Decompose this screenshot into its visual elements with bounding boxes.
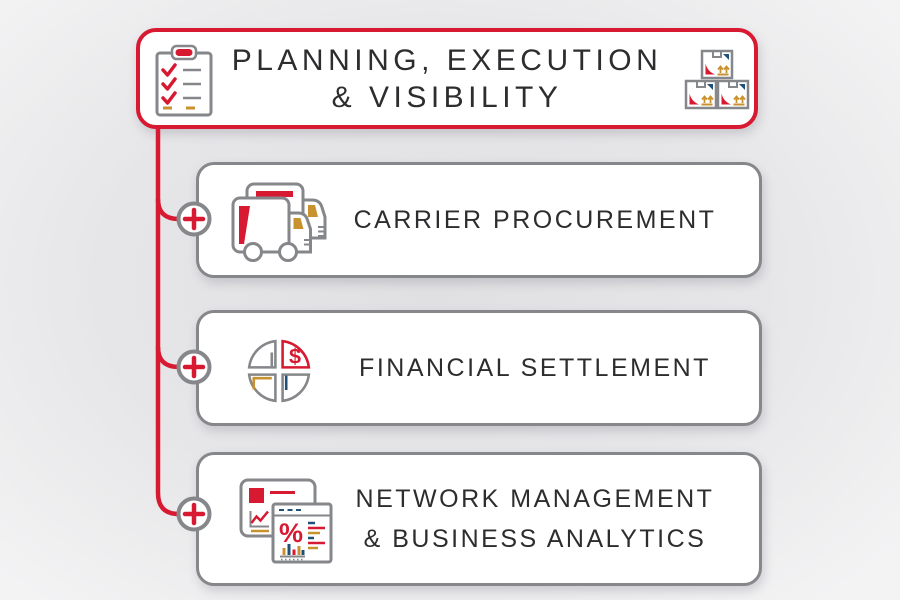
node-network-management-business-analytics: % NETWORK MANAGEMENT & BUSINESS ANALYTIC… — [196, 452, 762, 586]
root-title-line-1: PLANNING, EXECUTION — [231, 43, 663, 77]
connector-branch-2 — [155, 346, 193, 370]
clipboard-checklist-icon — [153, 43, 215, 119]
node-planning-execution-visibility: PLANNING, EXECUTION & VISIBILITY — [136, 28, 758, 129]
node-carrier-procurement: CARRIER PROCUREMENT — [196, 162, 762, 278]
connector-trunk — [155, 126, 193, 517]
node-label-carrier-procurement: CARRIER PROCUREMENT — [345, 165, 725, 275]
node-financial-settlement: $ FINANCIAL SETTLEMENT — [196, 310, 762, 426]
node-label-network-management: NETWORK MANAGEMENT & BUSINESS ANALYTICS — [345, 455, 725, 583]
node-label-line-1: FINANCIAL SETTLEMENT — [359, 354, 711, 382]
percent-glyph: % — [279, 518, 303, 548]
dollar-glyph: $ — [289, 343, 301, 368]
analytics-dashboard-icon: % — [239, 478, 335, 566]
node-label-line-1: NETWORK MANAGEMENT — [355, 485, 715, 513]
node-label-financial-settlement: FINANCIAL SETTLEMENT — [345, 313, 725, 423]
node-label-line-2: & BUSINESS ANALYTICS — [363, 525, 707, 553]
connector-branch-1 — [155, 198, 193, 222]
packages-stack-icon — [684, 49, 750, 111]
delivery-trucks-icon — [231, 180, 329, 266]
root-node-title: PLANNING, EXECUTION & VISIBILITY — [220, 32, 674, 125]
root-title-line-2: & VISIBILITY — [331, 80, 563, 114]
node-label-line-1: CARRIER PROCUREMENT — [353, 206, 717, 234]
pie-chart-dollar-icon: $ — [244, 336, 314, 406]
